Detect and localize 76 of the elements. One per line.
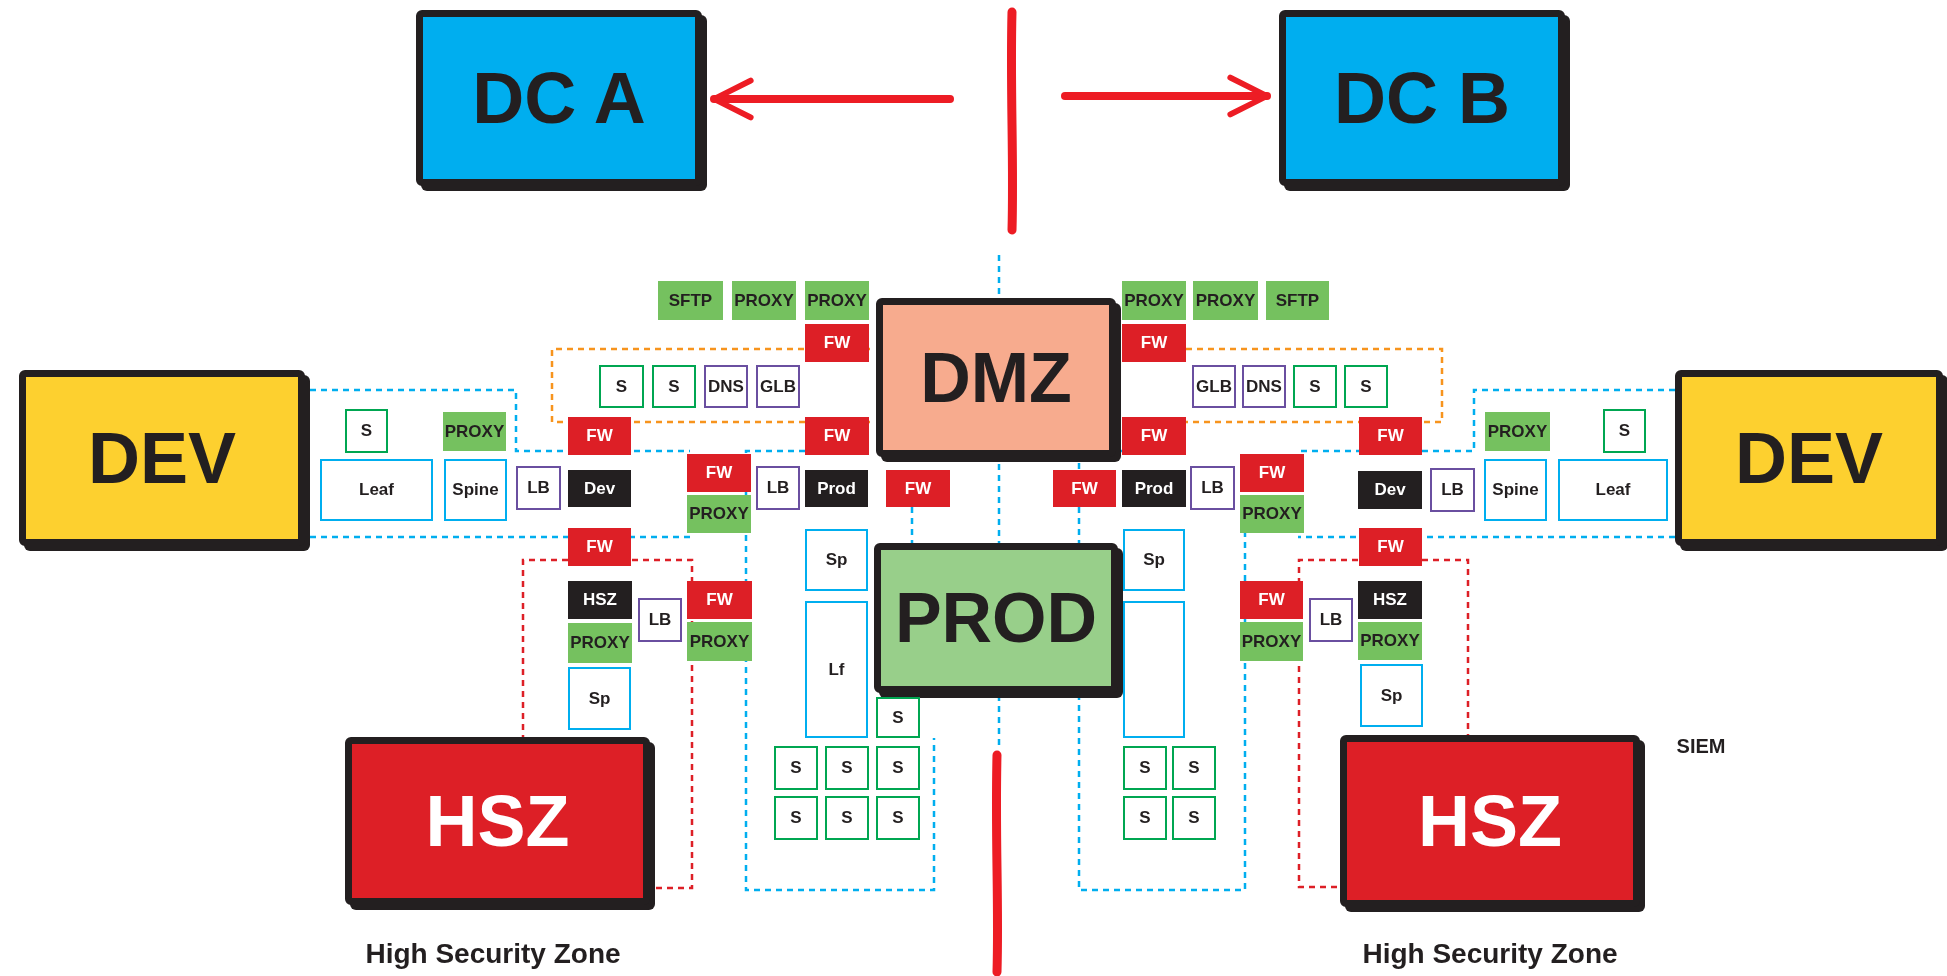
- outlined-box: [1123, 601, 1185, 738]
- outlined-box: S: [1603, 409, 1646, 453]
- tag-box: FW: [1240, 454, 1304, 492]
- outlined-box: LB: [1190, 466, 1235, 510]
- outlined-box: S: [825, 746, 869, 790]
- outlined-box: GLB: [756, 365, 800, 408]
- tag-box: FW: [568, 417, 631, 455]
- outlined-box: DNS: [704, 365, 748, 408]
- outlined-box: S: [876, 746, 920, 790]
- tag-box: FW: [886, 470, 950, 507]
- tag-box: PROXY: [1485, 412, 1550, 451]
- tag-box: FW: [1122, 324, 1186, 362]
- outlined-box: Sp: [805, 529, 868, 591]
- outlined-box: S: [652, 365, 696, 408]
- outlined-box: S: [774, 746, 818, 790]
- tag-box: FW: [805, 324, 869, 362]
- tag-box: FW: [1359, 417, 1422, 455]
- arrow: [1061, 74, 1271, 118]
- outlined-box: Sp: [1123, 529, 1185, 591]
- outlined-box: S: [876, 697, 920, 738]
- tag-box: Dev: [568, 470, 631, 507]
- tag-box: SFTP: [658, 281, 723, 320]
- tag-box: FW: [568, 528, 631, 566]
- tag-box: Dev: [1358, 471, 1422, 509]
- tag-box: FW: [1240, 581, 1303, 619]
- outlined-box: GLB: [1192, 365, 1236, 408]
- tag-box: Prod: [805, 470, 868, 507]
- arrow: [710, 77, 954, 121]
- tag-box: PROXY: [1358, 622, 1422, 660]
- tag-box: FW: [805, 417, 869, 455]
- tag-box: PROXY: [805, 281, 869, 320]
- tag-box: PROXY: [568, 623, 632, 663]
- outlined-box: DNS: [1242, 365, 1286, 408]
- tag-box: PROXY: [1122, 281, 1186, 320]
- tool-name: SIEM: [1676, 735, 1726, 758]
- outlined-box: LB: [638, 598, 682, 642]
- outlined-box: Sp: [1360, 664, 1423, 727]
- outlined-box: S: [774, 796, 818, 840]
- outlined-box: S: [1172, 796, 1216, 840]
- tag-box: PROXY: [1193, 281, 1258, 320]
- tag-box: PROXY: [1240, 495, 1304, 533]
- outlined-box: Spine: [444, 459, 507, 521]
- tag-box: PROXY: [1240, 622, 1303, 661]
- outlined-box: LB: [1430, 468, 1475, 512]
- outlined-box: S: [1123, 796, 1167, 840]
- outlined-box: S: [876, 796, 920, 840]
- tag-box: PROXY: [687, 495, 751, 533]
- outlined-box: LB: [756, 466, 800, 510]
- tag-box: Prod: [1122, 470, 1186, 507]
- outlined-box: Sp: [568, 667, 631, 730]
- tag-box: PROXY: [732, 281, 796, 320]
- outlined-box: LB: [516, 466, 561, 510]
- tag-box: FW: [687, 581, 752, 619]
- tag-box: SFTP: [1266, 281, 1329, 320]
- outlined-box: S: [1172, 746, 1216, 790]
- tag-box: FW: [1053, 470, 1116, 507]
- tag-box: HSZ: [568, 581, 632, 619]
- outlined-box: S: [1123, 746, 1167, 790]
- outlined-box: Lf: [805, 601, 868, 738]
- outlined-box: S: [345, 409, 388, 453]
- tag-box: FW: [687, 454, 751, 492]
- outlined-box: S: [825, 796, 869, 840]
- outlined-box: Leaf: [1558, 459, 1668, 521]
- outlined-box: LB: [1309, 598, 1353, 642]
- tag-box: PROXY: [687, 622, 752, 661]
- caption-text: High Security Zone: [365, 938, 621, 970]
- tag-box: HSZ: [1358, 581, 1422, 619]
- outlined-box: Spine: [1484, 459, 1547, 521]
- outlined-box: S: [1293, 365, 1337, 408]
- outlined-box: S: [599, 365, 644, 408]
- outlined-box: S: [1344, 365, 1388, 408]
- outlined-box: Leaf: [320, 459, 433, 521]
- tag-box: FW: [1359, 528, 1422, 566]
- tag-box: FW: [1122, 417, 1186, 455]
- tag-box: PROXY: [443, 412, 506, 451]
- caption-text: High Security Zone: [1362, 938, 1618, 970]
